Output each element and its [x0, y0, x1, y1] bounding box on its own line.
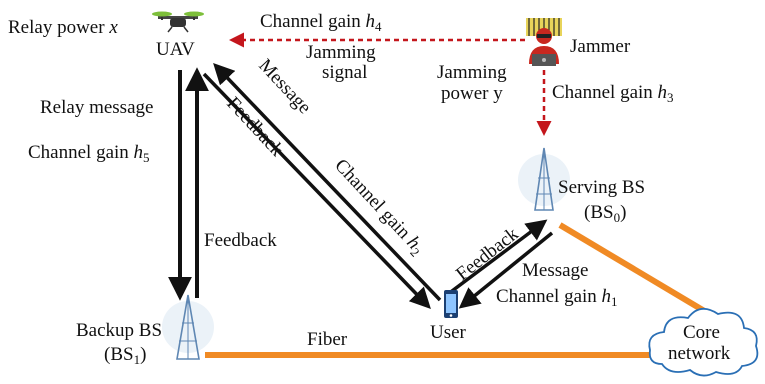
cell-tower-icon — [518, 147, 570, 211]
serving-bs-label-2: (BS0) — [584, 202, 626, 225]
user-label: User — [430, 322, 467, 343]
channel-gain-h4-label: Channel gain h4 — [260, 11, 382, 34]
fiber-label: Fiber — [307, 329, 348, 350]
relay-power-label: Relay power x — [8, 17, 118, 38]
feedback-label-left: Feedback — [204, 230, 277, 251]
jamming-power-label-1: Jamming — [437, 62, 507, 83]
relay-message-label: Relay message — [40, 97, 153, 118]
channel-gain-h5-label: Channel gain h5 — [28, 142, 150, 165]
feedback-to-user-arrow — [202, 72, 431, 310]
feedback-diag-label: Feedback — [222, 93, 287, 161]
drone-icon — [152, 11, 204, 33]
uav-label: UAV — [156, 39, 195, 60]
smartphone-icon — [444, 290, 458, 318]
message-diag-label: Message — [254, 55, 315, 118]
backup-bs-label-2: (BS1) — [104, 344, 146, 367]
serving-bs-label-1: Serving BS — [558, 177, 645, 198]
core-network-label-1: Core — [683, 322, 720, 343]
jamming-signal-label-1: Jamming — [306, 42, 376, 63]
jamming-power-label-2: power y — [441, 83, 503, 104]
channel-gain-h1-label: Channel gain h1 — [496, 286, 618, 309]
core-link — [558, 222, 708, 315]
feedback-user-label: Feedback — [452, 223, 523, 285]
jamming-signal-label-2: signal — [322, 62, 367, 83]
channel-gain-h3-label: Channel gain h3 — [552, 82, 674, 105]
message-user-label: Message — [522, 260, 588, 281]
backup-bs-label-1: Backup BS — [76, 320, 162, 341]
cell-tower-icon — [162, 294, 214, 360]
message-to-user-arrow — [458, 231, 554, 309]
hacker-icon — [526, 18, 562, 66]
cloud-icon — [648, 308, 759, 377]
message-to-uav-arrow — [213, 62, 442, 302]
core-network-label-2: network — [668, 343, 731, 364]
feedback-to-bs-arrow — [446, 219, 548, 296]
jammer-label: Jammer — [570, 36, 631, 57]
channel-gain-h2-label: Channel gain h2 — [329, 155, 429, 260]
